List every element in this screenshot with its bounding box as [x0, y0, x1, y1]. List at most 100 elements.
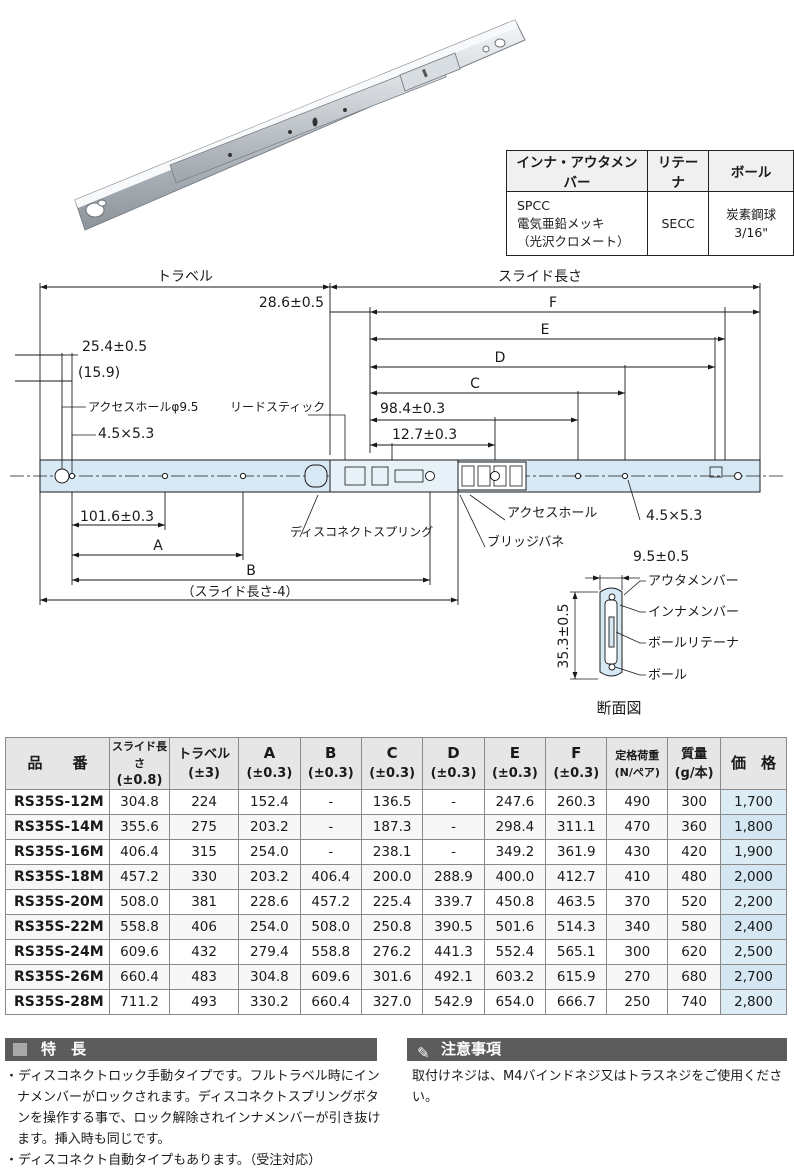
dim-b-label: B: [246, 563, 256, 579]
cs-width: 9.5±0.5: [633, 549, 689, 565]
material-retainer: SECC: [646, 191, 710, 256]
spec-cell: 740: [667, 989, 721, 1015]
spec-cell: 340: [606, 914, 669, 940]
spec-cell: 360: [667, 814, 721, 840]
spec-header-travel: トラベル(±3): [168, 737, 240, 790]
dim-c-label: C: [470, 376, 480, 392]
spec-cell: 493: [168, 989, 240, 1015]
spec-cell: -: [299, 814, 362, 840]
spec-cell: 301.6: [360, 964, 424, 990]
spec-cell: 224: [168, 789, 240, 815]
spec-cell: 203.2: [238, 864, 301, 890]
spec-table: 品 番 スライド長さ(±0.8) トラベル(±3) A(±0.3) B(±0.3…: [5, 737, 787, 1015]
spec-header-mass: 質量(g/本): [667, 737, 721, 790]
product-image: [74, 19, 526, 231]
spec-cell: -: [422, 839, 485, 865]
cs-height: 35.3±0.5: [556, 603, 572, 668]
material-table: インナ・アウタメンバー リテーナ ボール SPCC 電気亜鉛メッキ （光沢クロメ…: [506, 150, 794, 256]
spec-cell: 508.0: [109, 889, 170, 915]
spec-cell: 514.3: [545, 914, 608, 940]
spec-cell-model: RS35S-16M: [5, 839, 110, 865]
spec-cell: -: [299, 839, 362, 865]
spec-header-c: C(±0.3): [360, 737, 424, 790]
cs-ball: ボール: [648, 668, 687, 683]
cs-title: 断面図: [596, 699, 641, 717]
label-access-hole-phi: アクセスホールφ9.5: [88, 400, 198, 414]
spec-cell: -: [422, 814, 485, 840]
spec-cell: 381: [168, 889, 240, 915]
spec-cell: 330: [168, 864, 240, 890]
feature-item: ・ディスコネクト自動タイプもあります。（受注対応）: [5, 1153, 322, 1168]
spec-cell: 260.3: [545, 789, 608, 815]
feature-item: ・ディスコネクトロック手動タイプです。フルトラベル時にインナメンバーがロックされ…: [5, 1069, 381, 1147]
spec-cell: 615.9: [545, 964, 608, 990]
spec-cell: 501.6: [483, 914, 547, 940]
dim-f-label: F: [549, 295, 557, 311]
spec-cell: 203.2: [238, 814, 301, 840]
spec-cell: 2,000: [720, 864, 787, 890]
spec-header-model: 品 番: [5, 737, 110, 790]
spec-cell: 327.0: [360, 989, 424, 1015]
spec-cell: 1,900: [720, 839, 787, 865]
spec-cell-model: RS35S-18M: [5, 864, 110, 890]
spec-cell: 508.0: [299, 914, 362, 940]
dim-slide-length: スライド長さ: [498, 269, 582, 285]
spec-cell: 2,200: [720, 889, 787, 915]
spec-cell: 275: [168, 814, 240, 840]
spec-cell: 247.6: [483, 789, 547, 815]
spec-cell: 441.3: [422, 939, 485, 965]
spec-cell: 200.0: [360, 864, 424, 890]
cs-outer-member: アウタメンバー: [648, 574, 739, 589]
spec-cell: 457.2: [299, 889, 362, 915]
spec-cell: 339.7: [422, 889, 485, 915]
spec-cell-model: RS35S-20M: [5, 889, 110, 915]
spec-cell: 254.0: [238, 839, 301, 865]
spec-cell: 492.1: [422, 964, 485, 990]
spec-cell: 270: [606, 964, 669, 990]
spec-cell-model: RS35S-14M: [5, 814, 110, 840]
label-access-hole: アクセスホール: [507, 506, 597, 521]
spec-cell: 238.1: [360, 839, 424, 865]
features-marker-icon: [13, 1043, 27, 1056]
material-header-ball: ボール: [708, 150, 794, 192]
material-members-line: SPCC: [517, 197, 550, 213]
dim-101-6: 101.6±0.3: [80, 509, 154, 525]
label-bridge-spring: ブリッジバネ: [487, 534, 564, 550]
notes-text: 取付けネジは、M4バインドネジ又はトラスネジをご使用ください。: [412, 1069, 783, 1105]
cs-inner-member: インナメンバー: [648, 605, 739, 620]
spec-cell: 470: [606, 814, 669, 840]
dim-slot-right: 4.5×5.3: [646, 508, 702, 524]
label-lead-stick: リードスティック: [230, 400, 325, 414]
notes-heading: ✎ 注意事項: [407, 1038, 787, 1062]
spec-cell: 542.9: [422, 989, 485, 1015]
dim-slide-minus-4: （スライド長さ-4）: [182, 585, 299, 600]
material-header-retainer: リテーナ: [646, 150, 710, 192]
spec-cell: 490: [606, 789, 669, 815]
spec-header-b: B(±0.3): [299, 737, 362, 790]
label-disconnect-spring: ディスコネクトスプリング: [290, 524, 433, 539]
spec-cell: 288.9: [422, 864, 485, 890]
spec-cell: 432: [168, 939, 240, 965]
material-header-members: インナ・アウタメンバー: [506, 150, 648, 192]
spec-cell: 228.6: [238, 889, 301, 915]
spec-cell: 304.8: [109, 789, 170, 815]
spec-cell: 565.1: [545, 939, 608, 965]
dim-28-6: 28.6±0.5: [259, 295, 324, 311]
spec-cell: 660.4: [299, 989, 362, 1015]
spec-cell: -: [422, 789, 485, 815]
material-members-line: 電気亜鉛メッキ: [517, 215, 605, 231]
spec-cell: 620: [667, 939, 721, 965]
spec-cell: 300: [606, 939, 669, 965]
spec-cell-model: RS35S-12M: [5, 789, 110, 815]
spec-cell: 300: [667, 789, 721, 815]
spec-cell: 250: [606, 989, 669, 1015]
spec-cell: 457.2: [109, 864, 170, 890]
features-heading: 特 長: [5, 1038, 377, 1061]
dim-98-4: 98.4±0.3: [380, 401, 445, 417]
spec-cell: 304.8: [238, 964, 301, 990]
dim-a-label: A: [153, 538, 163, 554]
spec-cell: 390.5: [422, 914, 485, 940]
